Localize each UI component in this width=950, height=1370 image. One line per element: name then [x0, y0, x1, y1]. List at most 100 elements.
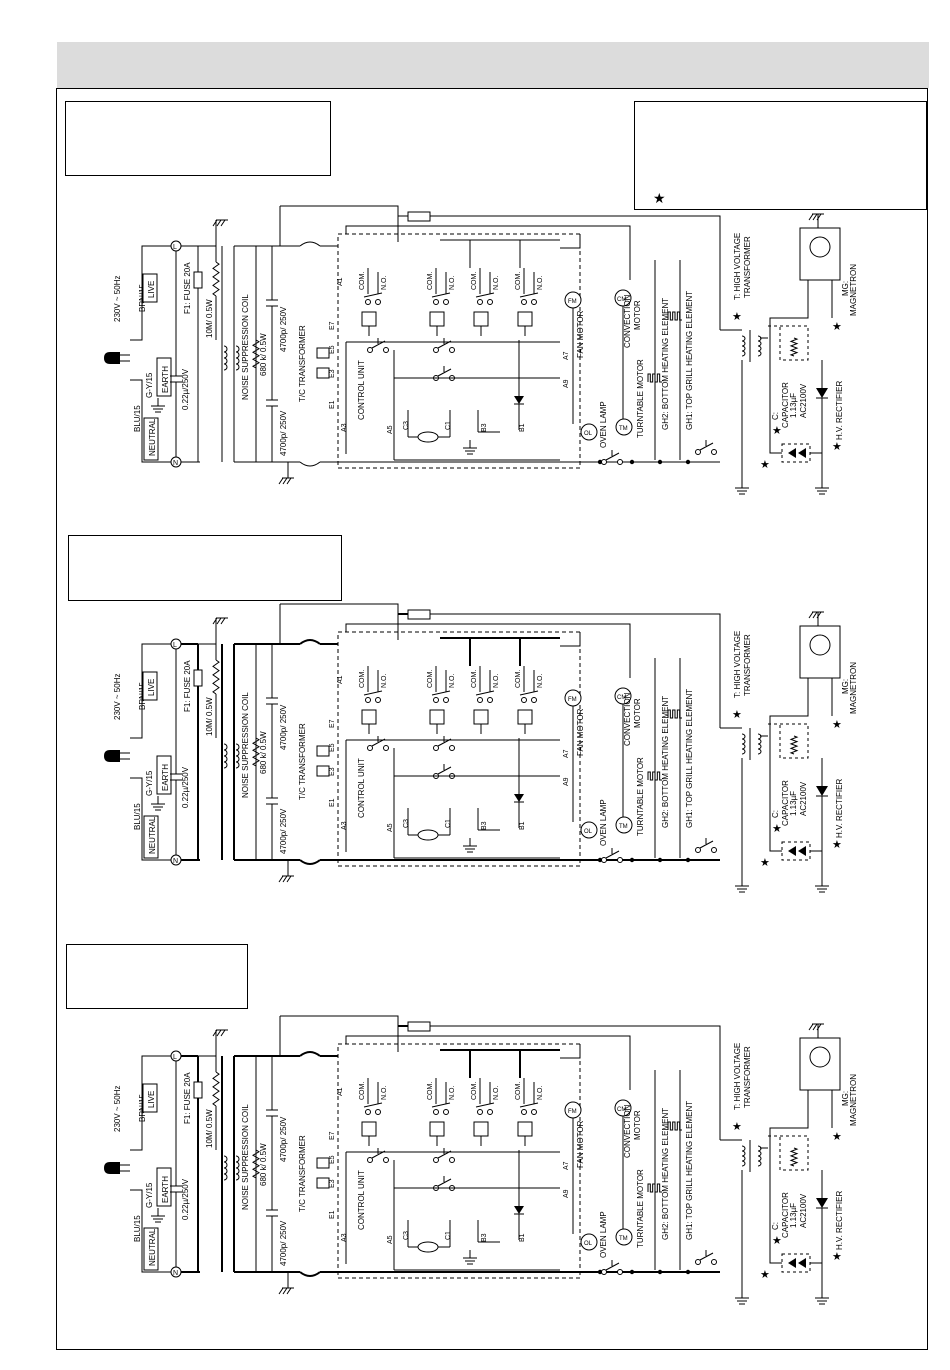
mg1-label: MG:: [841, 1091, 850, 1106]
relay-contact: [375, 697, 381, 703]
tc-transformer-box: [316, 745, 330, 757]
ol-label: OL: [584, 829, 593, 835]
control-label: CONTROL UNIT: [357, 758, 366, 818]
panel-1-title-box: [65, 101, 331, 176]
label-a1: A1: [337, 1087, 344, 1096]
mg1-label: MG:: [841, 679, 850, 694]
wire: [769, 280, 809, 330]
label-b1: B1: [519, 821, 526, 830]
fanmotor-label: FAN MOTOR: [576, 310, 585, 358]
wire: [475, 292, 495, 298]
thermal-cutout: [299, 639, 321, 645]
tc-label: T/C TRANSFORMER: [298, 1135, 307, 1212]
label-e5: E5: [329, 743, 336, 752]
tc-label: T/C TRANSFORMER: [298, 325, 307, 402]
wire: [605, 850, 620, 859]
cap022-label: 0.22µ/250V: [181, 766, 190, 808]
tm-label: TM: [619, 1236, 628, 1242]
terminal-l-label: L: [173, 244, 177, 251]
hvt1-label: T: HIGH VOLTAGE: [733, 233, 742, 300]
label-c1: C1: [445, 421, 452, 430]
relay-contact: [433, 299, 439, 305]
wire: [808, 213, 814, 221]
label-a9: A9: [563, 777, 570, 786]
label-b3: B3: [481, 1233, 488, 1242]
capval-label: 1.13µF: [789, 791, 798, 816]
wire: [280, 205, 399, 242]
wire: [769, 1140, 782, 1264]
wire: [431, 690, 451, 696]
label-c1: C1: [445, 819, 452, 828]
resistor-10m: [212, 261, 220, 297]
rectifier-diode-icon: [788, 448, 796, 458]
cap4700b-label: 4700p/ 250V: [279, 1220, 288, 1266]
supply-label: 230V ~ 50Hz: [113, 674, 122, 720]
capc-label: C:: [771, 412, 780, 420]
relay-com-label: COM.: [427, 272, 434, 290]
relay-contact: [521, 1109, 527, 1115]
relay-contact: [531, 1109, 537, 1115]
oven-lamp-icon: [580, 423, 598, 441]
wire: [431, 292, 451, 298]
rectifier-diode-icon: [798, 448, 806, 458]
wire: [216, 1029, 222, 1037]
cm-label: CM: [617, 297, 626, 303]
switch-contact: [433, 745, 439, 751]
hv-transformer-primary: [741, 733, 746, 755]
wire: [363, 1102, 383, 1108]
switch-contact: [617, 1269, 623, 1275]
relay-contact: [487, 697, 493, 703]
wire: [769, 1090, 809, 1140]
wire: [768, 1135, 809, 1171]
junction-dot: [685, 857, 691, 863]
wire: [280, 1015, 399, 1052]
relay-coil: [429, 1121, 445, 1137]
res1-label: 10M/ 0.5W: [205, 697, 214, 736]
ol-label: OL: [584, 431, 593, 437]
magnetron-tube-icon: [809, 634, 831, 656]
wire: [216, 617, 222, 625]
switch-contact: [449, 1157, 455, 1163]
live-box: [142, 273, 158, 303]
wire: [130, 379, 171, 463]
wire: [808, 611, 814, 619]
noise-coil: [235, 1155, 240, 1181]
magnetron-tube-icon: [809, 236, 831, 258]
relay-no-label: N.O.: [493, 674, 500, 688]
star-marker: ★: [732, 311, 742, 323]
fuse-label: F1: FUSE 20A: [183, 262, 192, 314]
wire: [437, 766, 452, 775]
label-a9: A9: [563, 1189, 570, 1198]
mg1-label: MG:: [841, 281, 850, 296]
relay-no-label: N.O.: [449, 276, 456, 290]
wire: [278, 1287, 284, 1295]
label-e5: E5: [329, 345, 336, 354]
label-c3: C3: [403, 421, 410, 430]
relay-contact: [375, 299, 381, 305]
relay-no-label: N.O.: [381, 276, 388, 290]
rect-label: H.V. RECTIFIER: [835, 779, 844, 838]
cap022-label: 0.22µ/250V: [181, 368, 190, 410]
thermistor-icon: [417, 1241, 439, 1253]
wire: [130, 777, 171, 861]
resistor-10m: [212, 659, 220, 695]
hvt2-label: TRANSFORMER: [743, 236, 752, 298]
wire: [605, 1262, 620, 1271]
fanmotor-label: FAN MOTOR: [576, 1120, 585, 1168]
capv-label: AC2100V: [799, 383, 808, 418]
relay-com-label: COM.: [515, 1082, 522, 1100]
junction-dot: [629, 857, 635, 863]
wire: [475, 1102, 495, 1108]
supply-label: 230V ~ 50Hz: [113, 276, 122, 322]
wire: [130, 245, 171, 341]
switch-contact: [433, 1157, 439, 1163]
label-e1: E1: [329, 400, 336, 409]
label-e1: E1: [329, 798, 336, 807]
wire: [519, 690, 539, 696]
capv-label: AC2100V: [799, 781, 808, 816]
res1-label: 10M/ 0.5W: [205, 299, 214, 338]
star-marker: ★: [832, 839, 842, 851]
rect-label: H.V. RECTIFIER: [835, 381, 844, 440]
hv-transformer-primary: [741, 335, 746, 357]
label-b1: B1: [519, 1233, 526, 1242]
